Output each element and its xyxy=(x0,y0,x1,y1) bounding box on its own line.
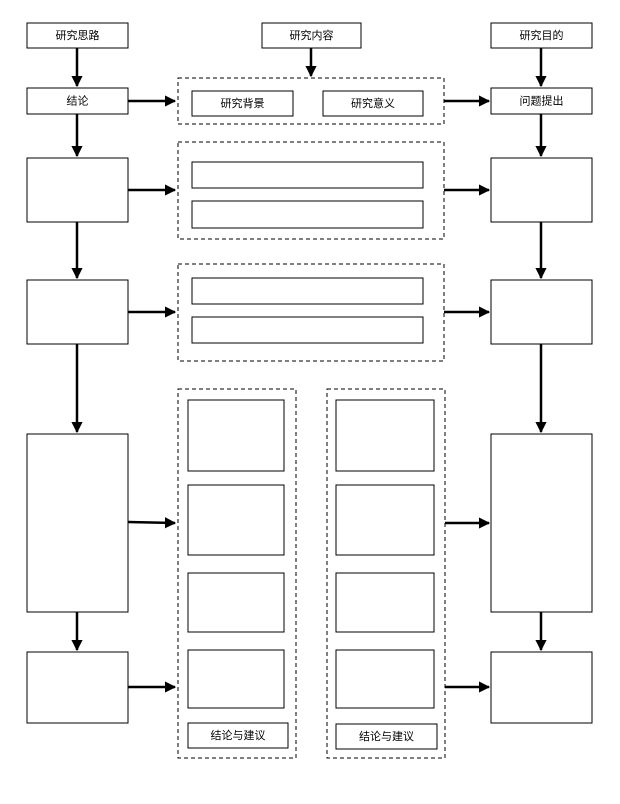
group-b-box-2 xyxy=(335,484,435,556)
group-a-box-3 xyxy=(187,572,285,633)
center-box-significance: 研究意义 xyxy=(322,90,424,117)
arrow-left-to-center-4 xyxy=(127,517,177,529)
left-header-label: 研究思路 xyxy=(56,28,100,42)
center-row2-box-1 xyxy=(191,161,424,189)
right-step-3 xyxy=(490,279,593,345)
right-step-2 xyxy=(490,157,593,223)
center-group-b xyxy=(326,388,446,759)
group-a-footer-label: 结论与建议 xyxy=(211,728,266,742)
left-step-4 xyxy=(26,433,129,613)
group-a-box-4 xyxy=(187,649,285,709)
group-b-footer: 结论与建议 xyxy=(335,723,438,750)
right-step-1-label: 问题提出 xyxy=(520,94,564,108)
center-group-row3 xyxy=(177,263,445,362)
group-a-footer: 结论与建议 xyxy=(187,722,289,749)
center-header-label: 研究内容 xyxy=(290,28,334,42)
group-a-box-2 xyxy=(187,484,285,556)
left-header-box: 研究思路 xyxy=(26,22,129,49)
center-row2-box-2 xyxy=(191,200,424,229)
left-step-2 xyxy=(26,157,129,223)
group-b-footer-label: 结论与建议 xyxy=(359,729,414,743)
group-b-box-4 xyxy=(335,649,435,709)
center-group-row2 xyxy=(177,141,445,240)
center-box-background-label: 研究背景 xyxy=(221,96,265,110)
group-b-box-3 xyxy=(335,572,435,633)
center-box-background: 研究背景 xyxy=(191,90,294,117)
left-step-3 xyxy=(26,279,129,345)
center-row3-box-2 xyxy=(191,316,424,344)
left-step-1: 结论 xyxy=(26,87,129,115)
group-a-box-1 xyxy=(187,399,285,472)
center-row3-box-1 xyxy=(191,277,424,305)
right-step-4 xyxy=(490,433,593,613)
center-header-box: 研究内容 xyxy=(261,22,362,49)
group-b-box-1 xyxy=(335,399,435,472)
center-group-a xyxy=(177,388,297,759)
right-header-box: 研究目的 xyxy=(490,22,593,49)
left-step-5 xyxy=(26,651,129,724)
right-header-label: 研究目的 xyxy=(520,28,564,42)
right-step-5 xyxy=(490,651,593,724)
center-box-significance-label: 研究意义 xyxy=(351,96,395,110)
right-step-1: 问题提出 xyxy=(490,87,593,115)
left-step-1-label: 结论 xyxy=(67,94,89,108)
